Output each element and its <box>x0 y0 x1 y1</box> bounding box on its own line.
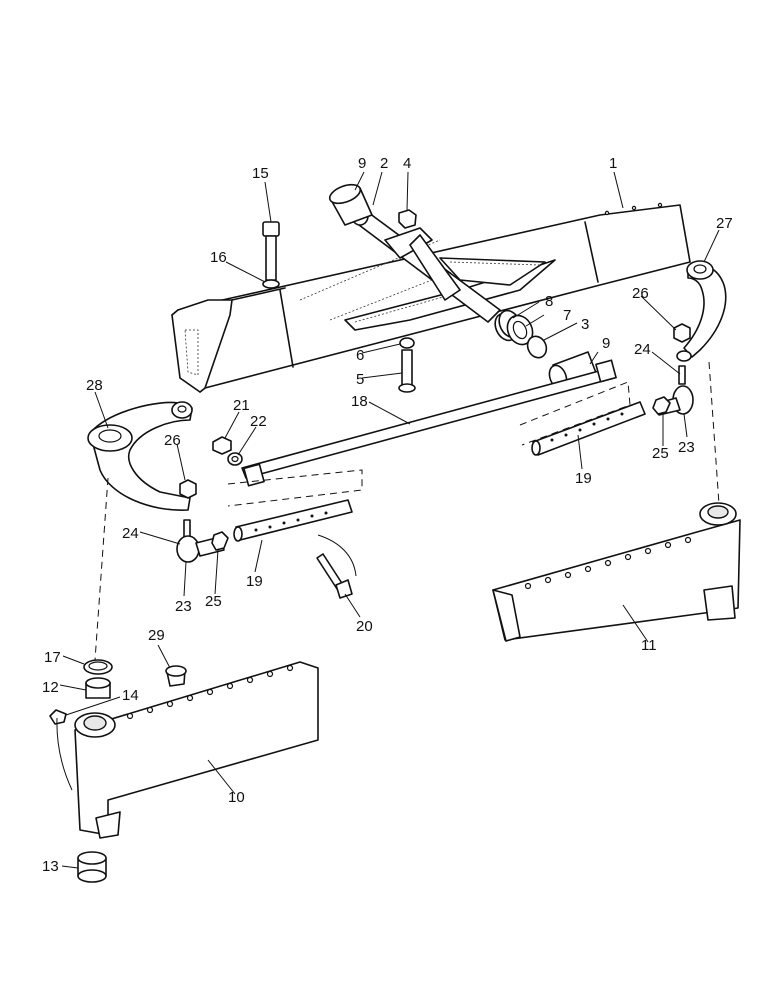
washer-16 <box>262 279 280 289</box>
bush-13 <box>77 851 107 883</box>
callout-23-left: 23 <box>175 598 192 615</box>
callout-3: 3 <box>581 316 589 333</box>
nut-21 <box>212 436 232 455</box>
callout-2: 2 <box>380 155 388 172</box>
callout-19-left: 19 <box>246 573 263 590</box>
callout-6: 6 <box>356 347 364 364</box>
nut-26-right <box>673 323 692 362</box>
callout-9-lower: 9 <box>602 335 610 352</box>
callout-19-right: 19 <box>575 470 592 487</box>
callout-1: 1 <box>609 155 617 172</box>
o-ring-3 <box>526 335 548 359</box>
callout-25-right: 25 <box>652 445 669 462</box>
callout-9-upper: 9 <box>358 155 366 172</box>
callout-25-left: 25 <box>205 593 222 610</box>
bush-12 <box>85 677 111 699</box>
callout-26-right: 26 <box>632 285 649 302</box>
callout-24-left: 24 <box>122 525 139 542</box>
callout-7: 7 <box>563 307 571 324</box>
adjust-tube-19-left <box>233 499 353 542</box>
bolt-15 <box>262 221 280 281</box>
callout-12: 12 <box>42 679 59 696</box>
callout-11: 11 <box>641 637 657 654</box>
washer-22 <box>227 452 243 466</box>
callout-labels: 1 2 4 9 15 16 8 7 3 9 6 5 18 19 19 20 21… <box>42 155 733 875</box>
bolt-5 <box>398 349 416 393</box>
callout-29: 29 <box>148 627 165 644</box>
callout-5: 5 <box>356 371 364 388</box>
callout-27: 27 <box>716 215 733 232</box>
callout-18: 18 <box>351 393 368 410</box>
callout-21: 21 <box>233 397 250 414</box>
callout-22: 22 <box>250 413 267 430</box>
callout-16: 16 <box>210 249 227 266</box>
callout-13: 13 <box>42 858 59 875</box>
grease-nipple-14 <box>49 709 67 725</box>
pivot-bracket <box>344 206 556 331</box>
washer-7 <box>506 314 534 346</box>
callout-15: 15 <box>252 165 269 182</box>
callout-4: 4 <box>403 155 411 172</box>
nut-6 <box>399 337 415 349</box>
callout-28: 28 <box>86 377 103 394</box>
callout-26-left: 26 <box>164 432 181 449</box>
circlip-17 <box>83 659 113 675</box>
assembly-lines <box>56 361 720 791</box>
callout-10: 10 <box>228 789 245 806</box>
callout-20: 20 <box>356 618 373 635</box>
stub-housing-11 <box>492 502 741 642</box>
steering-arm-27 <box>683 260 727 358</box>
plug-29 <box>165 665 187 687</box>
callout-14: 14 <box>122 687 139 704</box>
ball-joint-24-left <box>176 519 225 563</box>
nut-4 <box>398 209 417 229</box>
leader-lines <box>59 171 720 869</box>
lock-nut-25-right <box>652 396 671 415</box>
steering-arm-28 <box>87 401 193 511</box>
callout-8: 8 <box>545 293 553 310</box>
bushing-9-upper <box>328 183 373 226</box>
callout-23-right: 23 <box>678 439 695 456</box>
tie-rod-18 <box>241 359 617 487</box>
callout-17: 17 <box>44 649 61 666</box>
callout-24-right: 24 <box>634 341 651 358</box>
adjust-tube-19-right <box>531 401 646 456</box>
stub-housing-10 <box>74 661 319 839</box>
nut-26-left <box>179 479 197 499</box>
lock-nut-25-left <box>211 531 229 551</box>
bolt-20 <box>316 553 353 599</box>
